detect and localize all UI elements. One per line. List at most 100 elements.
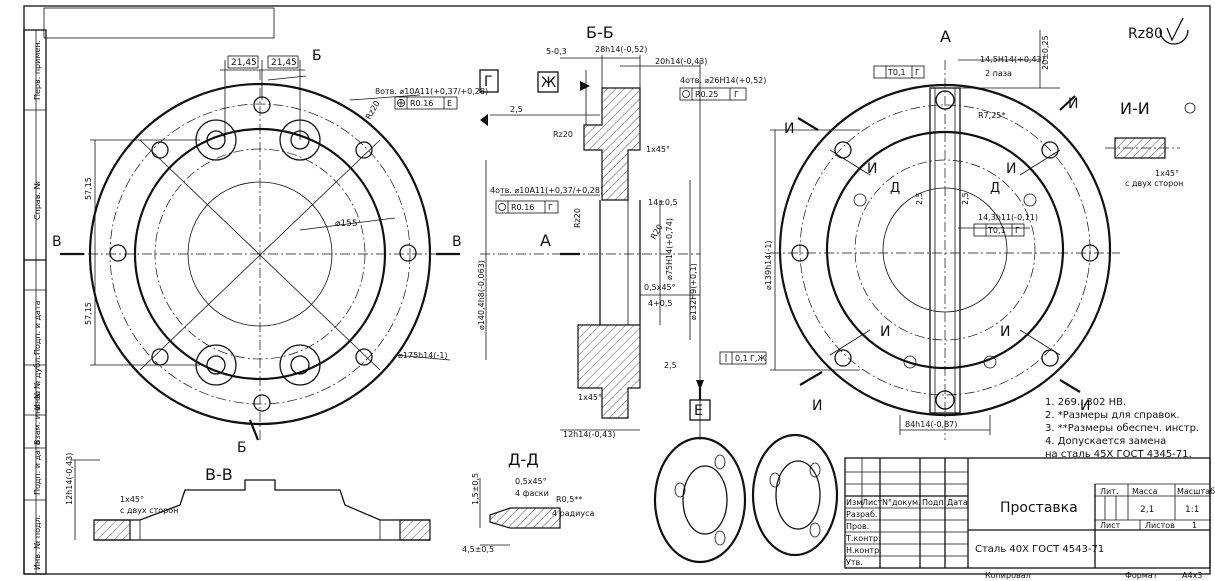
dim-holes4: 4отв. ⌀26H14(+0,52) [680, 76, 766, 85]
dim-d139: ⌀139h14(-1) [764, 240, 773, 290]
dim-d75: ⌀75H14(+0,74) [665, 218, 674, 280]
view-a-title: А [940, 27, 951, 46]
title-sheet-label: Лист [1100, 521, 1121, 530]
dim-ii-chamfer: 1x45° [1155, 169, 1179, 178]
dim-slots2: 2 паза [985, 69, 1012, 78]
section-bb-title: Б-Б [586, 23, 614, 42]
base-label-g: Г [484, 74, 493, 90]
title-scale-label: Масштаб [1177, 487, 1215, 496]
cut-label-i-6: И [1000, 324, 1010, 340]
dim-d155: ⌀155 [335, 219, 358, 229]
tolerance-frame-t1: Т0,1 Г [873, 65, 925, 79]
sidebar-label-1: Перв. примен. [33, 40, 42, 100]
cut-label-v-left: В [52, 234, 62, 250]
sidebar-label-2: Справ. № [33, 180, 42, 220]
title-row-razrab: Разраб. [846, 510, 877, 519]
tol-holes4-value: R0.25 [695, 90, 718, 99]
dim-dd-r4: 4 радиуса [552, 509, 594, 518]
title-sheets-label: Листов [1145, 521, 1175, 530]
base-label-e: Е [694, 403, 703, 419]
dim-chamfer-1x45: 1x45° [646, 145, 670, 154]
title-lit-label: Лит. [1100, 487, 1118, 496]
cut-label-b-top: Б [312, 48, 322, 64]
title-col-date: Дата [947, 498, 968, 507]
dim-20: 20h14(-0,43) [655, 57, 707, 66]
dim-2145-box-right [267, 55, 299, 69]
front-view [60, 60, 460, 441]
cut-label-i-3: И [867, 161, 877, 177]
title-row-utv: Утв. [846, 558, 863, 567]
dim-28: 28h14(-0,52) [595, 45, 647, 54]
dim-4: 4+0,5 [648, 299, 673, 308]
tol-holes8-base: Е [447, 99, 452, 108]
cut-label-d-right: Д [990, 181, 1000, 196]
roughness-check-icon [1159, 17, 1189, 45]
title-format-label: Формат [1125, 571, 1158, 580]
dim-dd-ch4: 4 фаски [515, 489, 549, 498]
title-sheets-value: 1 [1192, 521, 1197, 530]
cut-label-v-right: В [452, 234, 462, 250]
sidebar-label-5: Взам. инв. № [33, 390, 42, 445]
section-bb [479, 55, 711, 440]
tolerance-frame-holes4b: R0.16 Г [495, 200, 559, 214]
dim-5715-bottom: 57,15 [84, 302, 93, 325]
title-part-name: Проставка [1000, 500, 1078, 516]
tol-holes4b-base: Г [548, 203, 553, 212]
title-scale-value: 1:1 [1185, 505, 1199, 515]
tolerance-frame-t2: Т0,1 Г [973, 223, 1025, 237]
title-copied: Копировал [985, 571, 1031, 580]
cut-label-i-8: И [1080, 398, 1090, 414]
tol-holes8-value: R0.16 [410, 99, 433, 108]
technical-notes: 1. 269...302 HB. 2. *Размеры для справок… [1045, 397, 1199, 460]
dim-143: 14,3h11(-0,11) [978, 213, 1038, 222]
detail-dd-title: Д-Д [508, 450, 539, 469]
dim-14: 14±0,5 [648, 198, 678, 207]
title-mass-value: 2,1 [1140, 505, 1154, 515]
dim-ii-both: с двух сторон [1125, 179, 1183, 188]
dim-145: 14,5H14(+0,43) [980, 55, 1045, 64]
tol-t2-base: Г [1015, 226, 1020, 235]
dim-r20-section: R20 [649, 223, 665, 241]
roughness-rz20-section-2: Rz20 [573, 208, 582, 228]
tol-perp-base: Г,Ж [750, 354, 766, 363]
title-format-value: А4х3 [1182, 571, 1202, 580]
dim-holes4b: 4отв. ⌀10A11(+0,37/+0,28) [490, 186, 603, 195]
sidebar-label-4: Инв. № дубл. [33, 355, 42, 410]
dim-2145-right: 21,45 [271, 58, 297, 68]
section-ii [1105, 102, 1196, 159]
title-col-sign: Подп. [922, 498, 946, 507]
section-ii-title: И-И [1120, 99, 1150, 118]
section-vv-title: В-В [205, 465, 233, 484]
section-vv [70, 459, 431, 541]
dim-12: 12h14(-0,43) [563, 430, 615, 439]
arrow-label-a-section: А [540, 231, 551, 250]
dim-20v: 20±0,25 [1041, 35, 1050, 70]
cut-label-d-left: Д [890, 181, 900, 196]
stamp-box-top [43, 7, 275, 39]
detail-dd [479, 478, 561, 546]
title-col-doc: N°докум. [882, 498, 921, 507]
title-material: Сталь 40Х ГОСТ 4543-71 [975, 544, 1104, 555]
tol-t-value: Т0,1 [887, 68, 906, 77]
title-row-nkontr: Н.контр. [846, 546, 882, 555]
isometric-views [653, 433, 839, 564]
roughness-25-section-2: 2,5 [664, 361, 677, 370]
base-label-zh: Ж [541, 75, 556, 91]
note-2: 2. *Размеры для справок. [1045, 410, 1180, 421]
title-block [844, 457, 1211, 569]
dim-chamfer-1x45-bottom: 1x45° [578, 393, 602, 402]
dim-2145-left: 21,45 [231, 58, 257, 68]
dim-d140: ⌀140,4h8(-0,063) [477, 260, 486, 330]
tol-holes4b-value: R0.16 [511, 203, 534, 212]
tolerance-frame-perp: 0,1 Г,Ж [719, 351, 766, 365]
dim-chamfer-05x45: 0,5x45° [644, 283, 676, 292]
note-4: 4. Допускается замена [1045, 436, 1166, 447]
tolerance-frame-holes4: R0.25 Г [679, 87, 747, 101]
title-row-prov: Пров. [846, 522, 869, 531]
sidebar-label-6: Подп. и дата [33, 440, 42, 495]
view-a [770, 30, 1120, 440]
note-5: на сталь 45Х ГОСТ 4345-71. [1045, 449, 1192, 460]
cut-label-i-1: И [784, 121, 794, 137]
dim-r725: R7,25* [978, 111, 1005, 120]
